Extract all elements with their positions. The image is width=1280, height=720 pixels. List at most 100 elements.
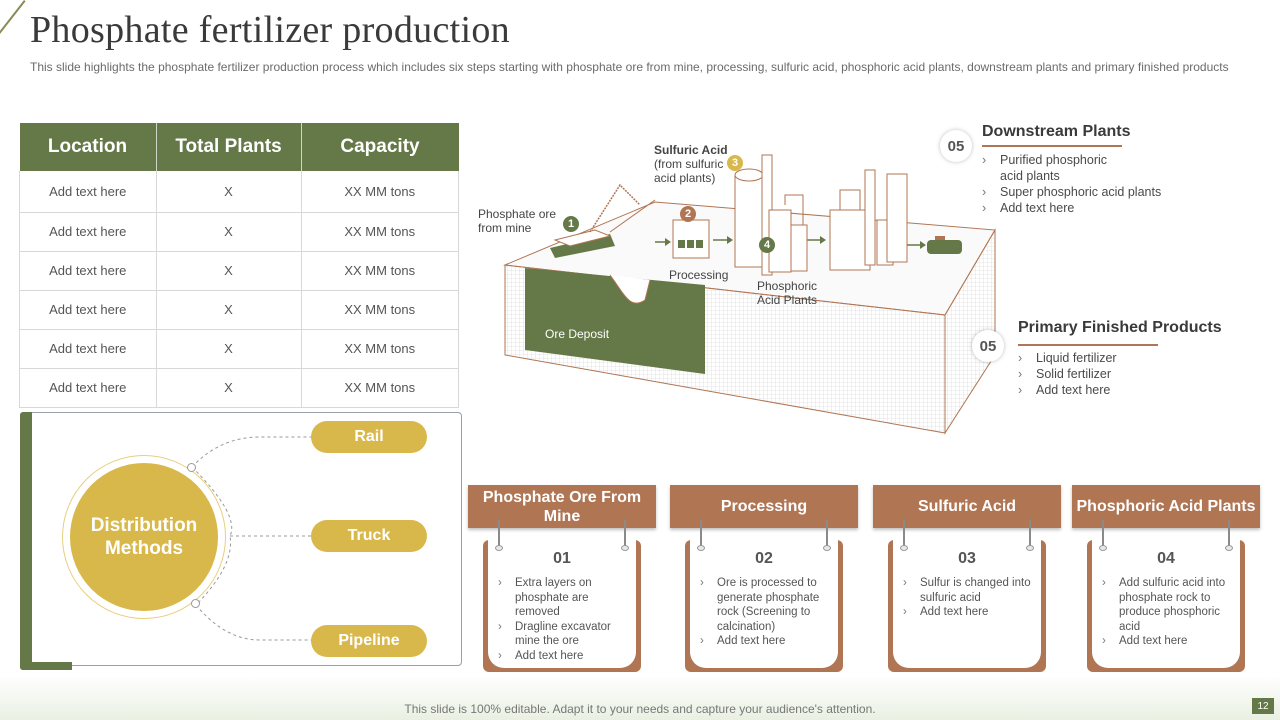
- step-marker-3: 3: [727, 155, 743, 171]
- table-cell: XX MM tons: [301, 368, 459, 408]
- primary-title: Primary Finished Products: [1018, 319, 1222, 336]
- label-phosphate-ore: Phosphate ore from mine: [478, 207, 557, 235]
- pin-icon: [1026, 520, 1034, 551]
- table-cell: X: [156, 212, 302, 252]
- table-row: Add text here X XX MM tons: [19, 329, 459, 369]
- footer-note: This slide is 100% editable. Adapt it to…: [404, 702, 876, 716]
- pin-icon: [1225, 520, 1233, 551]
- step-card-4: 04 Add sulfuric acid into phosphate rock…: [1087, 540, 1245, 672]
- distribution-methods-circle: Distribution Methods: [70, 463, 218, 611]
- step-list: Add sulfuric acid into phosphate rock to…: [1102, 576, 1234, 649]
- list-item: Liquid fertilizer: [1018, 350, 1218, 366]
- pin-icon: [900, 520, 908, 551]
- step-card-1: 01 Extra layers on phosphate are removed…: [483, 540, 641, 672]
- step-marker-1: 1: [563, 216, 579, 232]
- table-row: Add text here X XX MM tons: [19, 290, 459, 330]
- list-item: Extra layers on phosphate are removed: [498, 576, 630, 620]
- step-number: 01: [553, 550, 571, 567]
- table-row: Add text here X XX MM tons: [19, 251, 459, 291]
- panel-accent-bar: [20, 412, 32, 670]
- step-list: Ore is processed to generate phosphate r…: [700, 576, 832, 649]
- downstream-underline: [982, 145, 1122, 147]
- table-cell: Add text here: [19, 290, 157, 330]
- method-pill-rail: Rail: [311, 421, 427, 453]
- step-header-3: Sulfuric Acid: [873, 485, 1061, 528]
- distribution-connectors: [191, 436, 315, 641]
- step-marker-2: 2: [680, 206, 696, 222]
- label-ore-deposit: Ore Deposit: [545, 327, 610, 341]
- downstream-list: Purified phosphoric acid plants Super ph…: [982, 152, 1182, 216]
- table-cell: X: [156, 290, 302, 330]
- downstream-title: Downstream Plants: [982, 123, 1131, 140]
- connector-dot: [187, 463, 196, 472]
- panel-accent-bar-bottom: [20, 662, 72, 670]
- table-cell: X: [156, 251, 302, 291]
- step-number: 03: [958, 550, 976, 567]
- step-number: 04: [1157, 550, 1175, 567]
- list-item: Add text here: [700, 634, 832, 649]
- table-header-row: Location Total Plants Capacity: [19, 123, 459, 171]
- page-number: 12: [1252, 698, 1274, 714]
- list-item: Purified phosphoric acid plants: [982, 152, 1120, 184]
- list-item: Ore is processed to generate phosphate r…: [700, 576, 832, 634]
- list-item: Add text here: [1018, 382, 1218, 398]
- downstream-number-badge: 05: [940, 130, 972, 162]
- ore-deposit-block: [525, 268, 705, 374]
- list-item: Add sulfuric acid into phosphate rock to…: [1102, 576, 1234, 634]
- table-cell: X: [156, 171, 302, 213]
- list-item: Add text here: [982, 200, 1182, 216]
- production-diagram: [503, 154, 996, 435]
- step-header-2: Processing: [670, 485, 858, 528]
- step-header-1: Phosphate Ore From Mine: [468, 485, 656, 528]
- table-row: Add text here X XX MM tons: [19, 171, 459, 213]
- primary-list: Liquid fertilizer Solid fertilizer Add t…: [1018, 350, 1218, 398]
- step-card-3: 03 Sulfur is changed into sulfuric acid …: [888, 540, 1046, 672]
- label-sulfuric-acid: Sulfuric Acid: [654, 143, 728, 157]
- step-header-4: Phosphoric Acid Plants: [1072, 485, 1260, 528]
- page-title: Phosphate fertilizer production: [30, 9, 510, 51]
- table-cell: Add text here: [19, 368, 157, 408]
- list-item: Sulfur is changed into sulfuric acid: [903, 576, 1035, 605]
- table-cell: Add text here: [19, 329, 157, 369]
- pin-icon: [697, 520, 705, 551]
- connector-dot: [191, 599, 200, 608]
- table-row: Add text here X XX MM tons: [19, 368, 459, 408]
- step-number: 02: [755, 550, 773, 567]
- pin-icon: [621, 520, 629, 551]
- table-cell: XX MM tons: [301, 290, 459, 330]
- column-header-capacity: Capacity: [301, 123, 459, 171]
- column-header-total-plants: Total Plants: [156, 123, 302, 171]
- table-cell: Add text here: [19, 212, 157, 252]
- list-item: Solid fertilizer: [1018, 366, 1218, 382]
- list-item: Dragline excavator mine the ore: [498, 620, 630, 649]
- label-phosphoric-acid-plants: Phosphoric Acid Plants: [757, 279, 818, 307]
- plants-table: Location Total Plants Capacity Add text …: [19, 123, 459, 408]
- label-processing: Processing: [669, 268, 729, 282]
- step-marker-4: 4: [759, 237, 775, 253]
- step-card-2: 02 Ore is processed to generate phosphat…: [685, 540, 843, 672]
- primary-number-badge: 05: [972, 330, 1004, 362]
- list-item: Super phosphoric acid plants: [982, 184, 1182, 200]
- pin-icon: [1099, 520, 1107, 551]
- pin-icon: [823, 520, 831, 551]
- table-cell: Add text here: [19, 251, 157, 291]
- list-item: Add text here: [498, 649, 630, 664]
- page-number-badge: 12: [1252, 688, 1274, 714]
- table-cell: XX MM tons: [301, 171, 459, 213]
- label-sulfuric-acid-sub: (from sulfuric acid plants): [654, 157, 724, 185]
- method-pill-pipeline: Pipeline: [311, 625, 427, 657]
- grass-decoration: [0, 676, 1280, 720]
- table-cell: X: [156, 368, 302, 408]
- pin-icon: [495, 520, 503, 551]
- table-cell: Add text here: [19, 171, 157, 213]
- step-list: Extra layers on phosphate are removed Dr…: [498, 576, 630, 663]
- page-subtitle: This slide highlights the phosphate fert…: [30, 60, 1229, 74]
- step-list: Sulfur is changed into sulfuric acid Add…: [903, 576, 1035, 620]
- primary-underline: [1018, 344, 1158, 346]
- corner-decoration: [0, 0, 26, 49]
- method-pill-truck: Truck: [311, 520, 427, 552]
- table-row: Add text here X XX MM tons: [19, 212, 459, 252]
- list-item: Add text here: [903, 605, 1035, 620]
- list-item: Add text here: [1102, 634, 1234, 649]
- table-cell: X: [156, 329, 302, 369]
